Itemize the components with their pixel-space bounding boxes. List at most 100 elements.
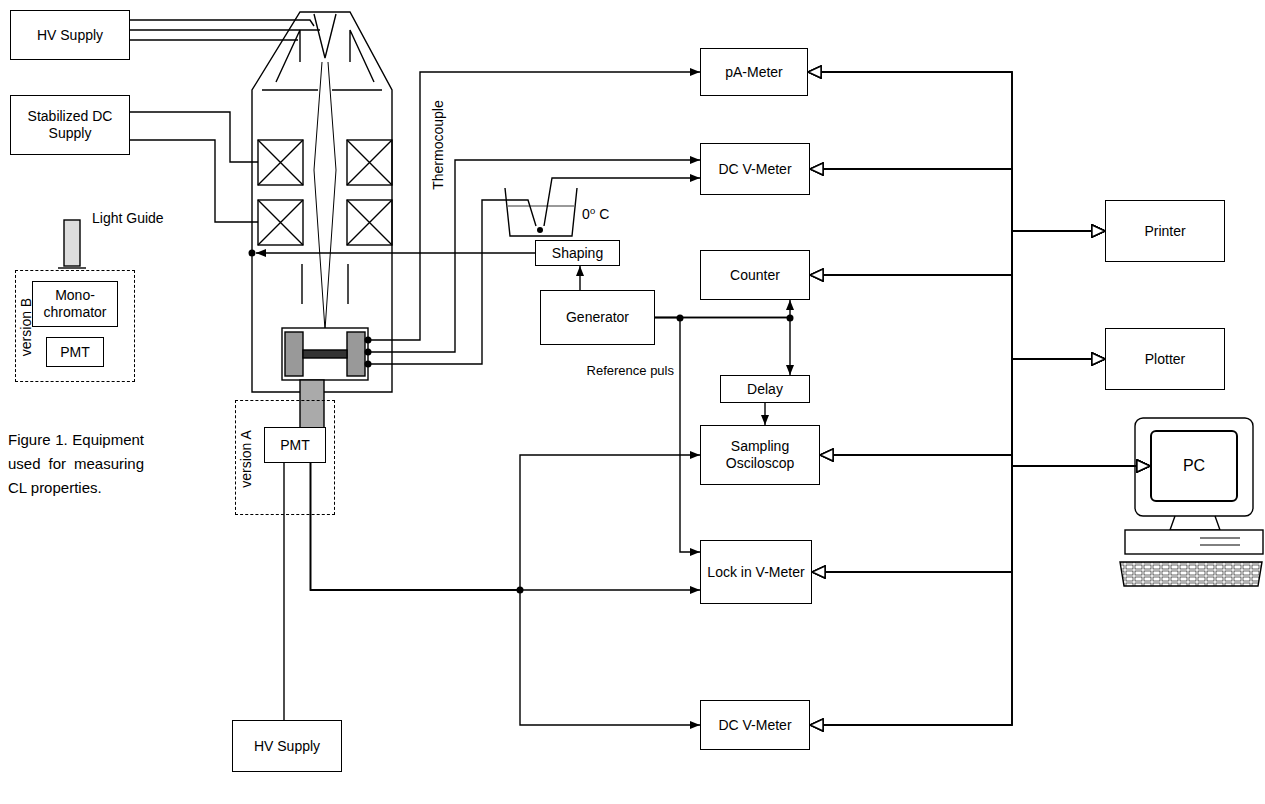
data-bus-link [820, 359, 1105, 455]
pmt-box: PMT [264, 427, 326, 463]
sample [303, 350, 347, 358]
meter-box: Lock in V-Meter [700, 540, 812, 604]
hv-wires [130, 20, 320, 40]
plotter-box: Plotter [1105, 328, 1225, 390]
junction-dot [249, 250, 256, 257]
signal-line [764, 403, 765, 425]
box-label: Printer [1144, 223, 1185, 240]
junction-dot [365, 361, 372, 368]
computer-case [1125, 530, 1263, 554]
monochromator-box: Mono- chromator [32, 281, 118, 327]
junction-dot [365, 337, 372, 344]
box-label: Generator [566, 309, 629, 326]
monitor-stand [1170, 516, 1220, 530]
sample-holder [282, 328, 368, 380]
data-bus-link [808, 72, 1105, 359]
data-bus-link [808, 72, 1150, 466]
box-label: Plotter [1145, 351, 1185, 368]
light-guide-plate [58, 267, 86, 268]
box-label: Mono- chromator [39, 287, 111, 321]
box-label: Counter [730, 267, 780, 284]
data-bus-link [810, 169, 1105, 359]
meter-box: DC V-Meter [700, 700, 810, 750]
meter-box: DC V-Meter [700, 143, 810, 195]
data-bus-link [810, 231, 1105, 725]
computer-screen: PC [1150, 430, 1238, 502]
signal-line [655, 318, 790, 376]
wehnelt [276, 30, 374, 82]
delay-box: Delay [720, 375, 810, 403]
box-label: Shaping [552, 245, 603, 262]
data-bus-link [810, 169, 1150, 466]
signal-line [311, 463, 701, 590]
supply-box: Stabilized DC Supply [10, 95, 130, 155]
monitor [1135, 418, 1253, 516]
signal-line [283, 463, 284, 720]
deflection-wire [256, 252, 535, 253]
thermocouple-label: Thermocouple [430, 100, 447, 190]
holder-block [347, 332, 365, 376]
generator-box: Generator [540, 290, 655, 345]
data-bus-link [812, 466, 1150, 572]
deflection-plates [302, 264, 348, 304]
box-label: Delay [747, 381, 783, 398]
data-bus-link [808, 72, 1105, 231]
box-label: Sampling Osciloscop [707, 438, 813, 472]
data-bus-link [820, 231, 1105, 455]
data-bus-link [820, 455, 1150, 466]
box-label: Lock in V-Meter [707, 564, 804, 581]
box-label: DC V-Meter [718, 161, 791, 178]
temperature-label: 0⁰ C [582, 206, 609, 223]
box-label: HV Supply [37, 27, 103, 44]
pmt-box: PMT [46, 337, 104, 367]
thermocouple-wire [544, 178, 700, 226]
data-bus-link [810, 359, 1105, 725]
cathode [314, 14, 336, 58]
drive-slot [1200, 538, 1240, 545]
signal-line [311, 455, 701, 590]
printer-box: Printer [1105, 200, 1225, 262]
beaker [505, 188, 577, 236]
signal-line [655, 300, 790, 318]
oscilloscope-box: Sampling Osciloscop [700, 425, 820, 485]
thermocouple-wire [368, 160, 700, 352]
supply-box: HV Supply [10, 10, 130, 60]
edge-label: Reference puls [586, 363, 675, 379]
box-label: PC [1183, 456, 1205, 475]
box-label: pA-Meter [725, 64, 783, 81]
box-label: PMT [280, 437, 310, 454]
shaping-box: Shaping [535, 240, 620, 266]
data-bus-link [812, 231, 1105, 572]
version-frame: version BMono- chromatorPMT [15, 270, 135, 382]
data-bus-link [810, 169, 1105, 231]
version-frame: version A PMT [235, 400, 335, 515]
box-label: PMT [60, 344, 90, 361]
figure-caption: Figure 1. Equipment used for measuring C… [8, 428, 144, 500]
data-bus-link [810, 466, 1150, 725]
box-label: Stabilized DC Supply [17, 108, 123, 142]
signal-line [311, 463, 701, 725]
holder-block [285, 332, 303, 376]
anode [262, 89, 382, 90]
lens-wires [130, 112, 258, 222]
box-label: DC V-Meter [718, 717, 791, 734]
light-pipe [300, 380, 324, 428]
box-label: HV Supply [254, 738, 320, 755]
supply-box: HV Supply [232, 720, 342, 772]
data-bus-link [810, 275, 1105, 359]
column-housing [252, 12, 392, 392]
meter-box: pA-Meter [700, 48, 808, 96]
ice-water [508, 206, 574, 207]
signal-line [579, 266, 580, 290]
thermocouple-wire [368, 200, 536, 364]
version-heading: version A [238, 430, 255, 488]
counter-box: Counter [700, 250, 810, 300]
junction-dot [365, 349, 372, 356]
lens-coils [258, 140, 392, 245]
light-guide [64, 220, 80, 266]
electron-beam [314, 62, 336, 330]
